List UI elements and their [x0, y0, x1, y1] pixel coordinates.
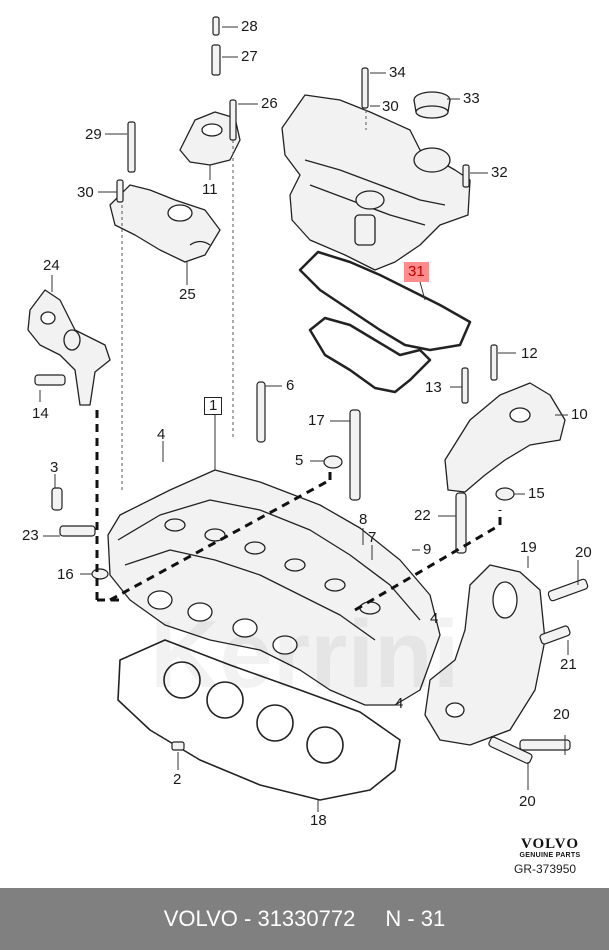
cam-bearing-cap-left [109, 184, 221, 263]
bolt-26 [229, 99, 237, 141]
callout-17: 17 [308, 412, 325, 429]
callout-32: 32 [491, 164, 508, 181]
callout-10: 10 [571, 406, 588, 423]
callout-9: 9 [423, 541, 432, 558]
dowel-22 [455, 492, 467, 554]
head-gasket [117, 639, 401, 801]
callout-12: 12 [521, 345, 538, 362]
callout-27: 27 [241, 48, 258, 65]
genuine-parts-label: GENUINE PARTS [519, 852, 581, 859]
callout-14: 14 [32, 405, 49, 422]
callout-13: 13 [425, 379, 442, 396]
callout-15: 15 [528, 485, 545, 502]
callout-29: 29 [85, 126, 102, 143]
callout-19: 19 [520, 539, 537, 556]
bolt-13 [461, 367, 469, 404]
bolt-34 [361, 67, 369, 109]
oil-filler-cap [413, 91, 451, 119]
callout-1: 1 [204, 397, 223, 415]
callout-20b: 20 [553, 706, 570, 723]
bolt-6 [256, 381, 266, 443]
plug-23 [59, 525, 96, 537]
engine-bracket [27, 289, 111, 406]
callout-2: 2 [173, 771, 182, 788]
bolt-20c [488, 736, 533, 764]
callout-4a: 4 [157, 426, 166, 443]
callout-4c: 4 [395, 695, 404, 712]
diagram-reference: GR-373950 [514, 862, 577, 876]
callout-30b: 30 [77, 184, 94, 201]
bolt-20b [519, 739, 571, 751]
callout-24: 24 [43, 257, 60, 274]
callout-30a: 30 [382, 98, 399, 115]
callout-6: 6 [286, 377, 295, 394]
exploded-parts-diagram [27, 16, 589, 812]
callout-22: 22 [414, 507, 431, 524]
callout-7: 7 [368, 529, 377, 546]
volvo-logo: VOLVO [520, 836, 580, 852]
callout-33: 33 [463, 90, 480, 107]
footer-part-number: VOLVO - 31330772 [163, 906, 356, 931]
stud-3 [51, 487, 63, 511]
footer-position: N - 31 [385, 906, 446, 931]
callout-21: 21 [560, 656, 577, 673]
cylinder-head [107, 469, 441, 706]
callout-34: 34 [389, 64, 406, 81]
stud-27 [211, 44, 221, 76]
bracket-19 [424, 564, 546, 746]
callout-4b: 4 [430, 610, 439, 627]
seal-5 [323, 455, 343, 469]
callout-5: 5 [295, 452, 304, 469]
timing-cover-10 [444, 382, 566, 493]
o-ring-16 [91, 568, 109, 580]
callout-25: 25 [179, 286, 196, 303]
footer-bar: VOLVO - 31330772 N - 31 [0, 888, 609, 950]
bolt-14 [34, 374, 66, 386]
callout-11: 11 [202, 181, 218, 198]
callout-3: 3 [50, 459, 59, 476]
pin-2 [171, 741, 185, 751]
bolt-32 [462, 164, 470, 188]
stud-28 [212, 16, 220, 36]
callout-28: 28 [241, 18, 258, 35]
bolt-12 [490, 344, 498, 381]
bolt-21 [539, 625, 571, 645]
bolt-20a [547, 578, 589, 602]
bolt-30 [116, 179, 124, 203]
callout-20a: 20 [575, 544, 592, 561]
valve-cover-gasket [298, 250, 472, 394]
callout-16: 16 [57, 566, 74, 583]
o-ring-15 [495, 487, 515, 501]
callout-20c: 20 [519, 793, 536, 810]
head-bolt-17 [349, 409, 361, 501]
watermark: Kerrini [150, 601, 460, 708]
stud-29 [127, 121, 136, 173]
callout-8: 8 [359, 511, 368, 528]
callout-18: 18 [310, 812, 327, 829]
callout-31[interactable]: 31 [404, 262, 429, 282]
brand-block: VOLVO GENUINE PARTS [510, 836, 590, 859]
callout-23: 23 [22, 527, 39, 544]
callout-26: 26 [261, 95, 278, 112]
cam-cap-11 [179, 111, 241, 166]
valve-cover [281, 94, 471, 271]
